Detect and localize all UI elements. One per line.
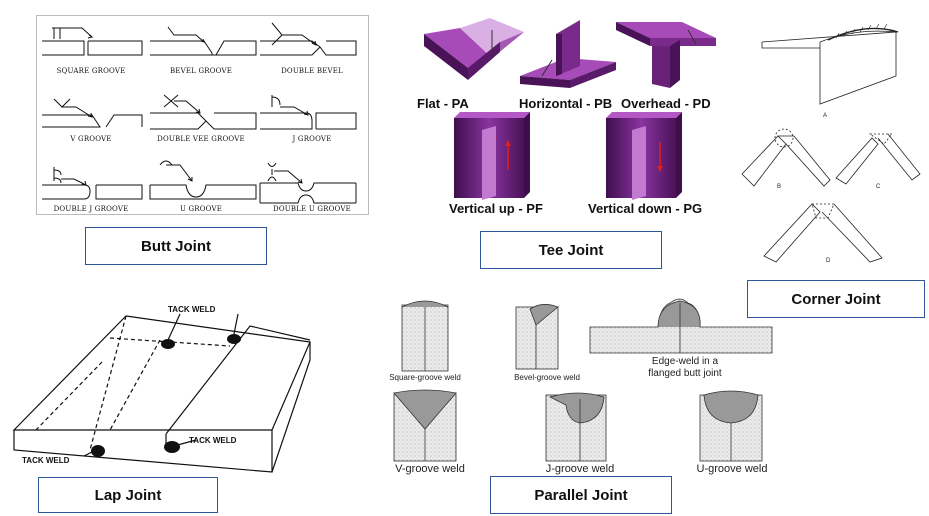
- butt-groove-label: SQUARE GROOVE: [56, 67, 126, 75]
- tee-overhead-pd-drawing: [616, 22, 716, 88]
- butt-groove-label: BEVEL GROOVE: [169, 67, 233, 75]
- lap-callout: TACK WELD: [168, 305, 216, 314]
- parallel-joint-label: Parallel Joint: [490, 476, 672, 514]
- butt-groove-label: DOUBLE VEE GROOVE: [157, 135, 245, 143]
- square-groove-weld-drawing: [401, 300, 449, 372]
- butt-groove-drawings: [42, 22, 357, 204]
- edge-weld-flanged-drawing: [589, 298, 773, 354]
- j-groove-weld-drawing: [545, 392, 607, 462]
- lap-joint-drawing: [12, 313, 311, 473]
- parallel-weld-label: J-groove weld: [545, 463, 615, 475]
- tee-vertical-up-pf-drawing: [454, 112, 530, 200]
- butt-groove-label: V GROOVE: [70, 135, 112, 143]
- lap-joint-label: Lap Joint: [38, 477, 218, 513]
- tee-flat-pa-drawing: [424, 18, 524, 80]
- parallel-weld-label: Square-groove weld: [389, 373, 461, 382]
- double-vee-groove-drawing: [150, 94, 257, 130]
- parallel-weld-label: Bevel-groove weld: [514, 373, 580, 382]
- corner-b-drawing: [741, 128, 831, 187]
- butt-groove-label: J GROOVE: [292, 135, 332, 143]
- parallel-weld-label: Edge-weld in a flanged butt joint: [648, 356, 722, 379]
- tee-joint-label: Tee Joint: [480, 231, 662, 269]
- tee-joint-drawings: [424, 18, 716, 200]
- j-groove-drawing: [260, 95, 357, 130]
- corner-joint-drawings: [741, 23, 921, 263]
- lap-callout: TACK WELD: [22, 456, 70, 465]
- tee-position-label: Flat - PA: [417, 96, 469, 111]
- butt-joint-label: Butt Joint: [85, 227, 267, 265]
- double-u-groove-drawing: [259, 162, 357, 204]
- corner-letter: D: [826, 258, 831, 264]
- parallel-weld-label: V-groove weld: [395, 463, 465, 475]
- v-groove-weld-drawing: [393, 389, 457, 462]
- v-groove-drawing: [42, 98, 143, 128]
- corner-c-drawing: [835, 133, 921, 185]
- u-groove-weld-drawing: [699, 390, 763, 462]
- bevel-groove-drawing: [150, 26, 257, 56]
- corner-joint-label: Corner Joint: [747, 280, 925, 318]
- corner-letter: A: [823, 113, 828, 119]
- butt-groove-label: U GROOVE: [179, 205, 223, 213]
- u-groove-drawing: [149, 160, 257, 200]
- tee-vertical-down-pg-drawing: [606, 112, 682, 200]
- corner-d-drawing: [763, 203, 883, 263]
- tee-position-label: Overhead - PD: [621, 96, 711, 111]
- double-j-groove-drawing: [42, 167, 143, 200]
- tee-position-label: Vertical down - PG: [588, 201, 703, 216]
- butt-groove-label: DOUBLE U GROOVE: [273, 205, 351, 213]
- butt-groove-label: DOUBLE J GROOVE: [53, 205, 129, 213]
- corner-letter: B: [777, 184, 782, 190]
- parallel-joint-drawings: [393, 298, 773, 462]
- tee-horizontal-pb-drawing: [520, 20, 616, 88]
- corner-a-drawing: [761, 23, 899, 105]
- parallel-weld-label: U-groove weld: [696, 463, 768, 475]
- square-groove-drawing: [42, 27, 143, 56]
- double-bevel-drawing: [260, 22, 357, 56]
- butt-groove-label: DOUBLE BEVEL: [281, 67, 343, 75]
- tee-position-label: Horizontal - PB: [519, 96, 613, 111]
- bevel-groove-weld-drawing: [515, 304, 559, 370]
- lap-callout: TACK WELD: [189, 436, 237, 445]
- tee-position-label: Vertical up - PF: [449, 201, 543, 216]
- corner-letter: C: [876, 184, 881, 190]
